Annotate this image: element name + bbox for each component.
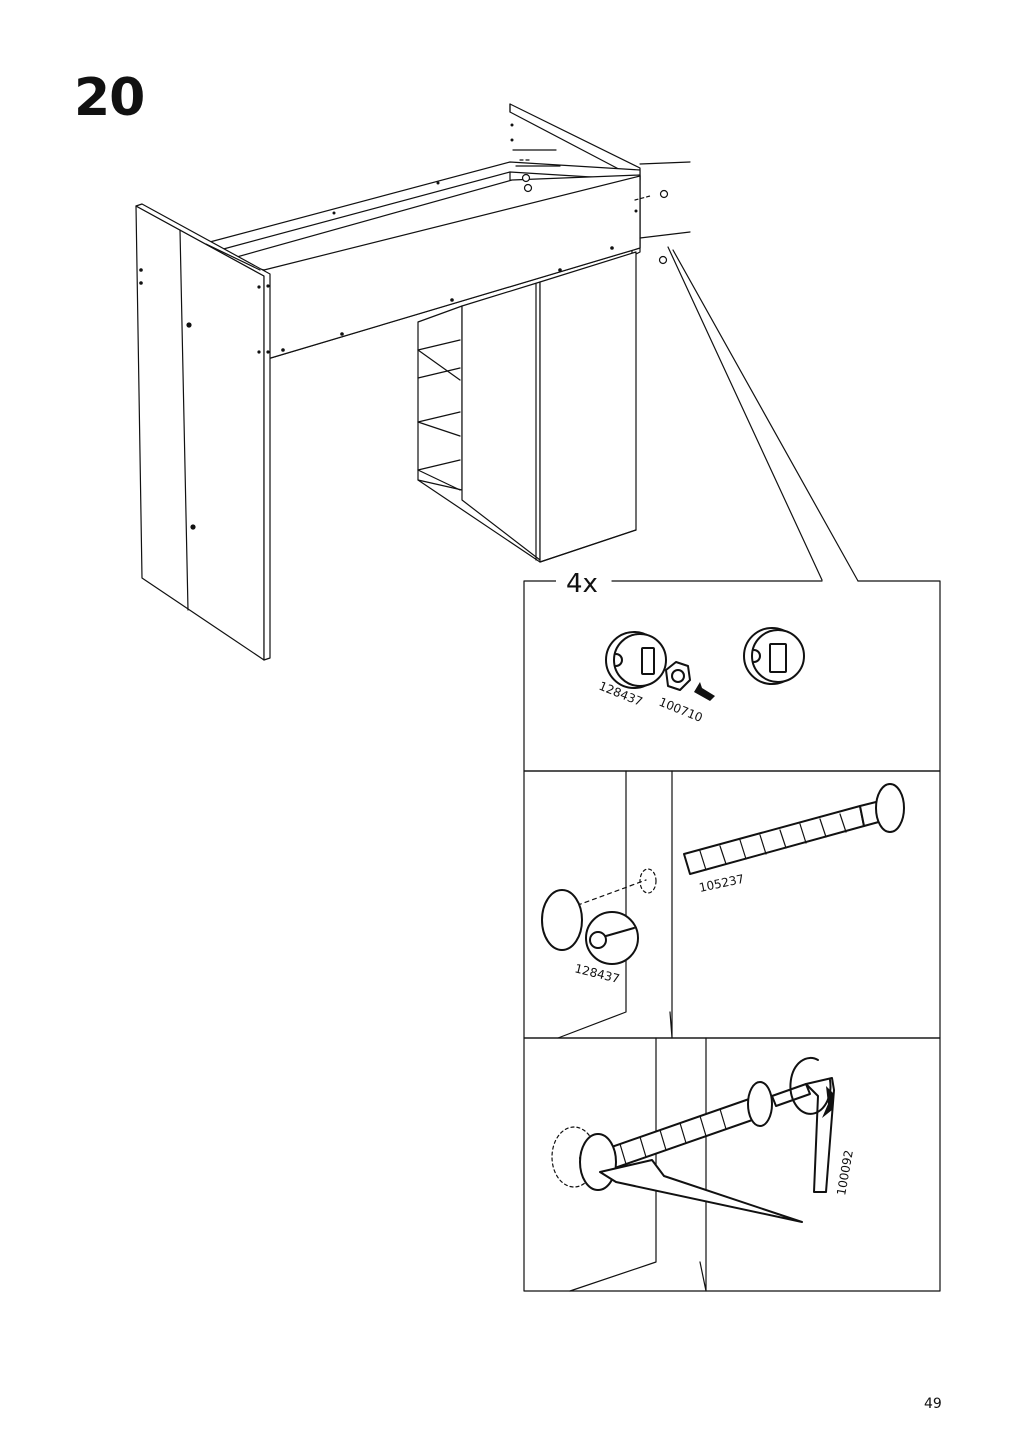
step-number: 20	[74, 68, 145, 128]
detail-panel-3	[523, 1037, 941, 1292]
detail-panel-2	[523, 770, 941, 1039]
hex-nut-icon	[665, 661, 691, 691]
screwdriver-icon	[599, 1159, 803, 1223]
cam-lock-housing-icon	[541, 889, 639, 965]
part-number-label: 100092	[834, 1149, 856, 1197]
quantity-label: 4x	[566, 569, 598, 599]
part-number-label: 105237	[698, 872, 746, 895]
detail-panel-1	[523, 566, 941, 772]
part-number-label: 128437	[573, 961, 621, 986]
cam-lock-assembled-icon	[743, 627, 805, 685]
connector-bolt-icon	[683, 783, 905, 875]
part-number-label: 100710	[657, 695, 705, 725]
page-number: 49	[924, 1396, 942, 1412]
bed-frame-drawing	[135, 103, 859, 661]
allen-key-icon	[771, 1057, 835, 1193]
cam-lock-housing-icon	[605, 631, 667, 689]
insert-arrow-icon	[694, 682, 715, 701]
